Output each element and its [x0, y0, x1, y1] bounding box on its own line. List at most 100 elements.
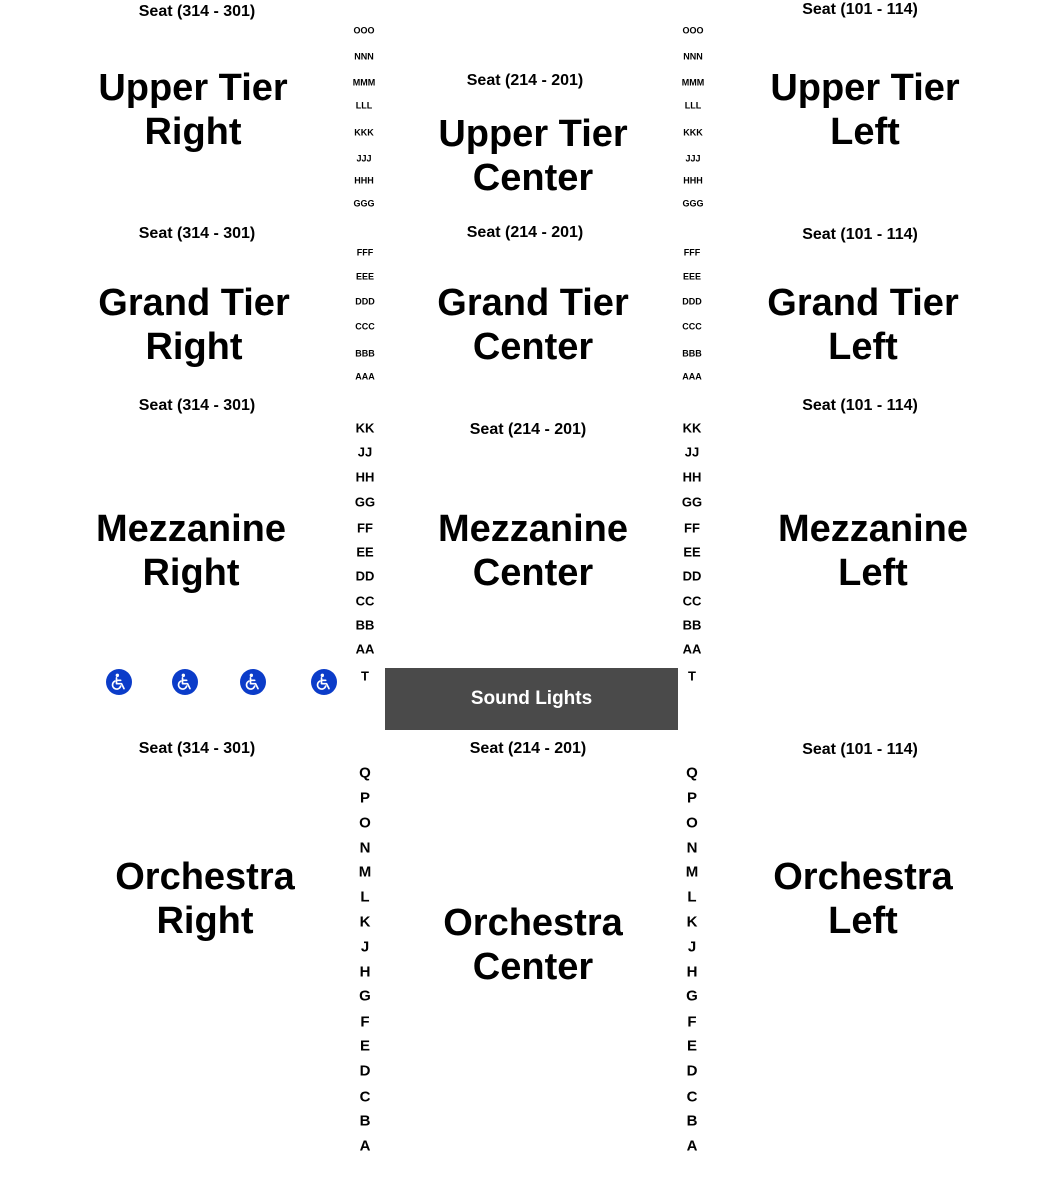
seat-range-orch-left: Seat (101 - 114) — [802, 741, 918, 758]
row-label-mezzanine-aisle-right: CC — [355, 593, 375, 609]
row-label-mezzanine-aisle-left: EE — [683, 544, 701, 560]
section-upper-tier-center[interactable]: Upper Tier Center — [438, 112, 627, 200]
seat-range-mezz-right: Seat (314 - 301) — [138, 397, 256, 414]
section-mezzanine-center[interactable]: Mezzanine Center — [438, 507, 628, 595]
row-label-grand-tier-aisle-right: AAA — [355, 371, 375, 382]
row-label-upper-tier-aisle-left: NNN — [683, 51, 703, 62]
row-label-orchestra-aisle-right: D — [359, 1062, 371, 1080]
row-label-orchestra-aisle-right: C — [359, 1088, 371, 1106]
row-label-mezzanine-aisle-right: HH — [355, 469, 375, 485]
section-upper-tier-left[interactable]: Upper Tier Left — [770, 66, 959, 154]
section-side: Center — [472, 157, 594, 199]
row-label-mezzanine-aisle-left: AA — [682, 641, 702, 657]
row-label-mezzanine-aisle-right: FF — [357, 520, 373, 536]
section-side: Right — [156, 900, 254, 942]
row-label-upper-tier-aisle-left: JJJ — [685, 153, 701, 164]
row-label-orchestra-aisle-right: K — [359, 913, 371, 931]
row-label-grand-tier-aisle-left: CCC — [682, 321, 702, 332]
section-name: Orchestra — [115, 856, 295, 898]
row-label-upper-tier-aisle-right: LLL — [355, 100, 373, 111]
row-label-mezzanine-aisle-left: T — [688, 668, 696, 684]
row-label-orchestra-aisle-left: J — [687, 938, 697, 956]
section-name: Mezzanine — [437, 508, 629, 550]
row-label-orchestra-aisle-left: H — [686, 963, 698, 981]
row-label-mezzanine-aisle-right: JJ — [357, 444, 373, 460]
row-label-orchestra-aisle-left: B — [686, 1112, 698, 1130]
row-label-orchestra-aisle-right: Q — [359, 764, 371, 782]
row-label-mezzanine-aisle-left: DD — [682, 568, 702, 584]
section-side: Left — [838, 552, 908, 594]
wheelchair-glyph — [177, 673, 191, 690]
row-label-mezzanine-aisle-right: GG — [354, 494, 376, 510]
row-label-mezzanine-aisle-right: AA — [355, 641, 375, 657]
section-side: Right — [144, 111, 242, 153]
row-label-grand-tier-aisle-left: DDD — [682, 296, 702, 307]
row-label-orchestra-aisle-right: E — [359, 1037, 371, 1055]
wheelchair-glyph — [111, 673, 125, 690]
section-side: Left — [828, 326, 898, 368]
section-grand-tier-left[interactable]: Grand Tier Left — [767, 281, 958, 369]
section-grand-tier-right[interactable]: Grand Tier Right — [98, 281, 289, 369]
row-label-mezzanine-aisle-left: CC — [682, 593, 702, 609]
wheelchair-icon[interactable] — [106, 669, 132, 695]
row-label-upper-tier-aisle-left: LLL — [684, 100, 702, 111]
row-label-upper-tier-aisle-left: OOO — [682, 25, 704, 36]
section-orchestra-left[interactable]: Orchestra Left — [773, 855, 953, 943]
row-label-orchestra-aisle-left: C — [686, 1088, 698, 1106]
row-label-mezzanine-aisle-left: KK — [682, 420, 702, 436]
sound-lights-booth: Sound Lights — [385, 668, 678, 730]
section-side: Left — [828, 900, 898, 942]
row-label-orchestra-aisle-right: N — [359, 839, 371, 857]
row-label-upper-tier-aisle-right: KKK — [354, 127, 374, 138]
row-label-upper-tier-aisle-right: OOO — [353, 25, 375, 36]
row-label-orchestra-aisle-left: M — [685, 863, 699, 881]
row-label-grand-tier-aisle-left: AAA — [682, 371, 702, 382]
wheelchair-icon[interactable] — [311, 669, 337, 695]
section-mezzanine-left[interactable]: Mezzanine Left — [778, 507, 968, 595]
seat-range-grand-right: Seat (314 - 301) — [138, 225, 256, 242]
row-label-orchestra-aisle-right: H — [359, 963, 371, 981]
wheelchair-icon[interactable] — [240, 669, 266, 695]
row-label-orchestra-aisle-left: K — [686, 913, 698, 931]
row-label-upper-tier-aisle-right: HHH — [354, 175, 374, 186]
row-label-orchestra-aisle-right: M — [358, 863, 372, 881]
row-label-upper-tier-aisle-left: MMM — [681, 77, 705, 88]
sound-lights-label: Sound Lights — [470, 688, 593, 709]
seat-range-orch-right: Seat (314 - 301) — [138, 740, 256, 757]
section-name: Upper Tier — [770, 67, 960, 109]
section-side: Left — [830, 111, 900, 153]
seat-range-upper-left: Seat (101 - 114) — [802, 1, 918, 18]
section-orchestra-center[interactable]: Orchestra Center — [443, 901, 623, 989]
section-name: Upper Tier — [438, 113, 628, 155]
section-name: Grand Tier — [98, 282, 290, 324]
row-label-mezzanine-aisle-left: JJ — [684, 444, 700, 460]
row-label-grand-tier-aisle-right: EEE — [355, 271, 375, 282]
row-label-upper-tier-aisle-right: NNN — [354, 51, 374, 62]
wheelchair-icon[interactable] — [172, 669, 198, 695]
row-label-upper-tier-aisle-left: KKK — [683, 127, 703, 138]
row-label-upper-tier-aisle-left: HHH — [683, 175, 703, 186]
section-side: Right — [142, 552, 240, 594]
section-mezzanine-right[interactable]: Mezzanine Right — [96, 507, 286, 595]
row-label-grand-tier-aisle-left: BBB — [682, 348, 702, 359]
section-grand-tier-center[interactable]: Grand Tier Center — [437, 281, 628, 369]
section-name: Grand Tier — [437, 282, 629, 324]
section-upper-tier-right[interactable]: Upper Tier Right — [98, 66, 287, 154]
section-side: Center — [472, 946, 594, 988]
section-side: Right — [145, 326, 243, 368]
seat-range-upper-center: Seat (214 - 201) — [466, 72, 584, 89]
seat-range-grand-center: Seat (214 - 201) — [466, 224, 584, 241]
row-label-orchestra-aisle-left: A — [686, 1137, 698, 1155]
row-label-orchestra-aisle-right: P — [359, 789, 371, 807]
row-label-orchestra-aisle-right: B — [359, 1112, 371, 1130]
wheelchair-glyph — [316, 673, 330, 690]
row-label-upper-tier-aisle-left: GGG — [682, 198, 704, 209]
row-label-orchestra-aisle-left: L — [687, 888, 697, 906]
section-name: Orchestra — [773, 856, 953, 898]
row-label-grand-tier-aisle-right: FFF — [356, 247, 374, 258]
section-side: Center — [472, 552, 594, 594]
row-label-orchestra-aisle-left: P — [686, 789, 698, 807]
section-side: Center — [472, 326, 594, 368]
row-label-mezzanine-aisle-left: BB — [682, 617, 702, 633]
section-orchestra-right[interactable]: Orchestra Right — [115, 855, 295, 943]
